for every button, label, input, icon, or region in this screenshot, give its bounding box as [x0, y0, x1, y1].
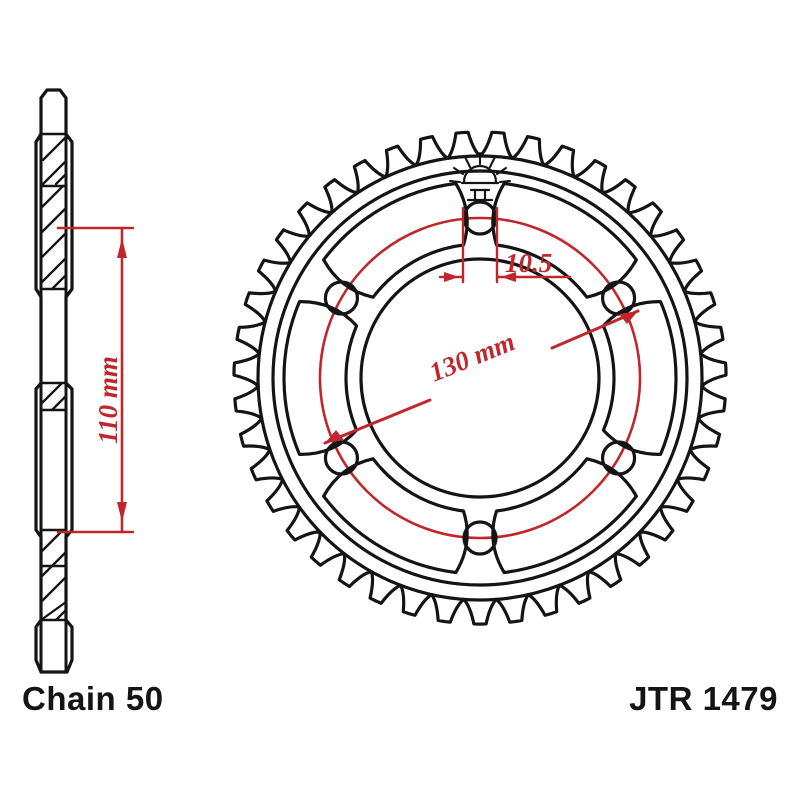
lightening-slot — [322, 457, 469, 575]
chain-caption: Chain 50 — [22, 680, 164, 717]
lightening-slot — [491, 457, 638, 575]
bolt-hole — [323, 280, 360, 316]
lightening-slot — [282, 300, 359, 456]
dimension-130mm-label: 130 mm — [425, 326, 519, 387]
bolt-circle-pcd — [318, 216, 642, 540]
dimension-10-5-label: 10.5 — [505, 248, 552, 278]
bolt-hole — [462, 520, 498, 556]
sunburst-stamp-icon — [448, 151, 512, 202]
center-bore-circle — [359, 257, 601, 499]
dimension-110mm — [56, 226, 135, 534]
sprocket-teeth — [232, 130, 728, 626]
dimension-110mm-label: 110 mm — [93, 356, 123, 444]
lightening-slot — [491, 181, 638, 299]
part-number-caption: JTR 1479 — [629, 680, 778, 717]
bolt-hole — [600, 440, 637, 476]
dimension-10-5 — [438, 206, 572, 284]
dimension-130mm — [323, 309, 640, 445]
bolt-hole — [600, 280, 637, 316]
lightening-slots — [282, 181, 678, 575]
bolt-hole — [323, 440, 360, 476]
rim-inner-circle — [271, 169, 689, 587]
teeth-outline — [232, 130, 728, 626]
side-section-view: 110 mm — [34, 88, 135, 674]
section-hatching — [39, 135, 68, 622]
root-circle — [256, 154, 704, 602]
lightening-slot — [601, 300, 678, 456]
face-view: 10.5 130 mm — [232, 130, 728, 626]
bolt-holes — [323, 200, 637, 556]
